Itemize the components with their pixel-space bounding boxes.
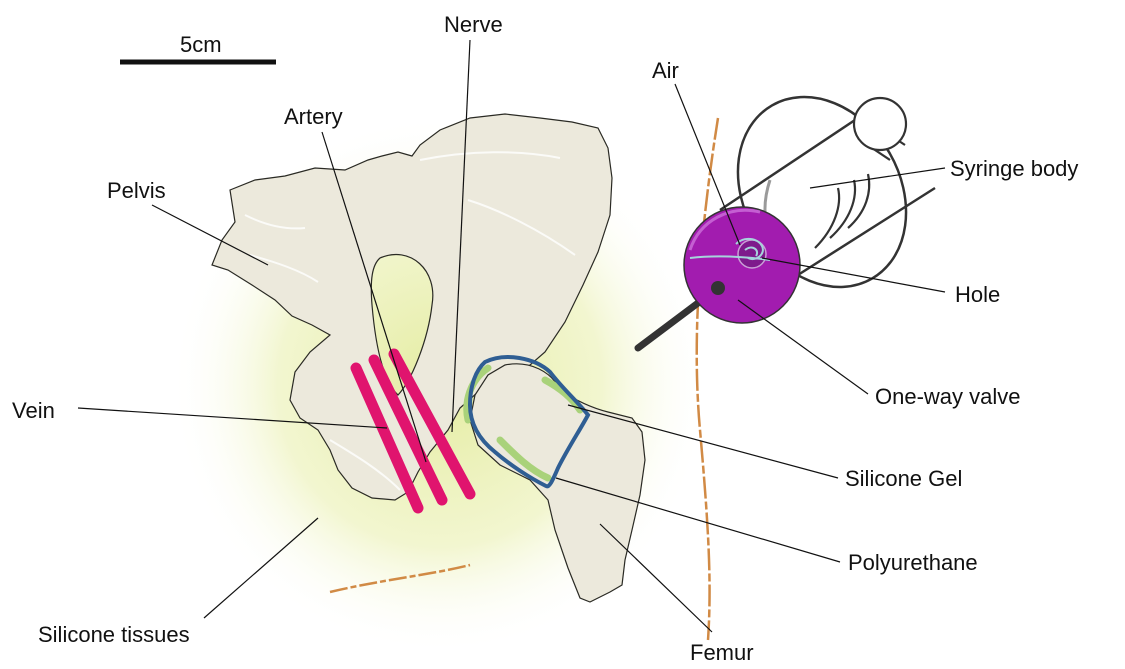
label-air: Air [652,58,679,83]
label-polyurethane: Polyurethane [848,550,978,575]
label-femur: Femur [690,640,754,665]
label-silicone-gel: Silicone Gel [845,466,962,491]
one-way-valve-disc [684,207,800,323]
label-nerve: Nerve [444,12,503,37]
label-hole: Hole [955,282,1000,307]
needle-hub [711,281,725,295]
leader-syringe-body [810,168,945,188]
scale-bar-label: 5cm [180,32,222,57]
syringe-plunger-rings [815,174,869,248]
leader-one-way-valve [738,300,868,394]
syringe-thumb-rest [854,98,906,150]
label-artery: Artery [284,104,343,129]
label-pelvis: Pelvis [107,178,166,203]
label-silicone-tissues: Silicone tissues [38,622,190,647]
label-vein: Vein [12,398,55,423]
label-one-way-valve: One-way valve [875,384,1021,409]
label-syringe-body: Syringe body [950,156,1078,181]
